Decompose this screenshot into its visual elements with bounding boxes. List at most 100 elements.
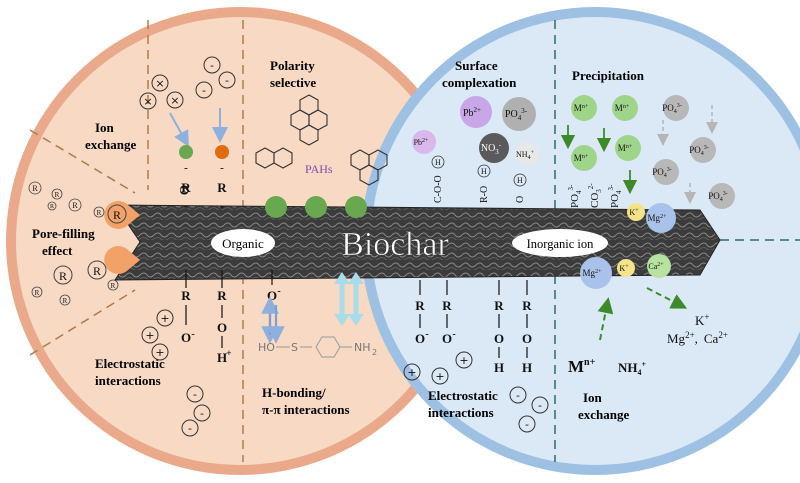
- sulfonamide-molecule: HO S NH 2: [258, 336, 377, 358]
- svg-text:-: -: [516, 389, 520, 402]
- lower-left-chains: R O - R O H +: [181, 270, 232, 365]
- svg-text:-: -: [188, 422, 192, 435]
- svg-text:-: -: [193, 388, 197, 401]
- svg-text:R: R: [35, 289, 40, 297]
- svg-text:H: H: [494, 360, 504, 375]
- svg-text:PO43-: PO43-: [652, 167, 672, 179]
- svg-text:-: -: [202, 84, 206, 97]
- svg-text:O: O: [494, 331, 504, 346]
- svg-text:+: +: [155, 346, 164, 359]
- svg-text:-: -: [525, 418, 529, 431]
- svg-text:+: +: [459, 354, 468, 367]
- svg-text:Mg2+,Ca2+: Mg2+,Ca2+: [667, 330, 728, 346]
- ion-exchange-arrows-right: [597, 287, 688, 341]
- svg-text:2: 2: [372, 348, 377, 357]
- svg-text:O: O: [217, 320, 227, 335]
- svg-text:+: +: [160, 312, 169, 325]
- svg-text:O: O: [522, 331, 532, 346]
- svg-text:R: R: [217, 288, 227, 303]
- svg-text:R: R: [50, 204, 54, 210]
- svg-text:H: H: [217, 350, 227, 365]
- svg-text:R: R: [181, 288, 191, 303]
- svg-text:+: +: [145, 329, 154, 342]
- electrostatic-signs-left: + + + - - -: [145, 312, 204, 435]
- svg-text:×: ×: [170, 94, 179, 107]
- svg-text:-: -: [220, 162, 224, 174]
- svg-text:effect: effect: [42, 243, 73, 258]
- svg-text:R: R: [522, 298, 532, 313]
- svg-text:H: H: [481, 167, 487, 176]
- svg-text:H: H: [522, 360, 532, 375]
- svg-text:PO43-: PO43-: [567, 184, 583, 208]
- svg-text:+: +: [407, 366, 416, 379]
- svg-text:CO32-: CO32-: [587, 183, 603, 208]
- svg-text:O: O: [267, 288, 277, 303]
- inorganic-label: Inorganic ion: [527, 237, 595, 251]
- svg-text:-: -: [425, 329, 428, 340]
- svg-text:Ion: Ion: [95, 120, 115, 135]
- svg-text:R: R: [113, 208, 121, 222]
- svg-text:interactions: interactions: [95, 373, 161, 388]
- svg-text:R: R: [93, 264, 101, 278]
- svg-text:R: R: [63, 297, 68, 305]
- svg-text:HO: HO: [258, 341, 275, 354]
- svg-text:NH4+: NH4+: [618, 360, 647, 377]
- orange-ion: [215, 145, 229, 159]
- svg-text:selective: selective: [270, 75, 316, 90]
- svg-text:Ion: Ion: [583, 390, 603, 405]
- ion-exchange-charges: [139, 56, 236, 110]
- svg-text:exchange: exchange: [578, 407, 630, 422]
- svg-text:Mn+: Mn+: [568, 357, 596, 376]
- exchangeable-cation-labels: K+ Mg2+ Mg2+ K+ Ca2+: [583, 208, 668, 278]
- svg-text:O: O: [415, 331, 425, 346]
- electrostatic-charges-left: [141, 309, 211, 437]
- svg-text:Mn+: Mn+: [574, 103, 589, 113]
- svg-text:-: -: [538, 399, 542, 412]
- svg-text:R: R: [55, 191, 60, 199]
- svg-text:PO43-: PO43-: [689, 145, 709, 157]
- svg-text:Ca2+: Ca2+: [648, 262, 664, 271]
- svg-text:Mg2+: Mg2+: [648, 213, 668, 223]
- green-ion: [179, 145, 193, 159]
- hbond-label: H-bonding/ π-π interactions: [262, 385, 350, 417]
- svg-text:O: O: [177, 185, 192, 195]
- phosphate-arrows: [657, 105, 718, 204]
- svg-text:+: +: [435, 370, 444, 383]
- hbond-site: O -: [267, 270, 281, 303]
- svg-text:R: R: [442, 298, 452, 313]
- svg-text:R-O: R-O: [479, 186, 490, 203]
- svg-text:×: ×: [143, 95, 152, 108]
- svg-text:K+: K+: [619, 264, 629, 273]
- svg-text:C-O-O: C-O-O: [433, 175, 444, 203]
- phosphate-ions-right: [653, 95, 735, 209]
- svg-text:-: -: [452, 329, 455, 340]
- svg-text:π-π interactions: π-π interactions: [262, 402, 350, 417]
- svg-text:R: R: [32, 184, 38, 193]
- svg-text:Pore-filling: Pore-filling: [32, 226, 95, 241]
- svg-text:-: -: [191, 329, 194, 340]
- svg-text:R: R: [111, 282, 116, 290]
- svg-text:Electrostatic: Electrostatic: [95, 356, 165, 371]
- precipitation-label: Precipitation: [572, 68, 645, 83]
- svg-text:Pb2+: Pb2+: [414, 138, 429, 147]
- svg-text:Mn+: Mn+: [615, 103, 630, 113]
- svg-text:Mg2+: Mg2+: [583, 268, 603, 278]
- left-electrostatic-label: Electrostatic interactions: [95, 356, 165, 388]
- precipitation-metal-labels: Mn+ Mn+ Mn+ Mn+: [574, 103, 633, 163]
- svg-text:R: R: [415, 298, 425, 313]
- svg-text:R: R: [72, 201, 78, 210]
- svg-text:-: -: [210, 59, 214, 72]
- svg-text:Polarity: Polarity: [270, 58, 315, 73]
- pore-filling-label: Pore-filling effect: [32, 226, 95, 258]
- svg-text:-: -: [184, 198, 188, 213]
- electrostatic-signs-right: + + + - - -: [407, 354, 542, 431]
- precipitation-metal-ions: [571, 95, 641, 171]
- svg-text:×: ×: [155, 77, 164, 90]
- svg-text:H: H: [517, 176, 523, 185]
- lower-right-chains: R O - R O - R O H R O H: [415, 280, 532, 375]
- svg-text:exchange: exchange: [85, 137, 137, 152]
- svg-text:H: H: [435, 158, 441, 167]
- pi-pi-arrows: [334, 272, 364, 326]
- svg-text:-: -: [277, 286, 280, 297]
